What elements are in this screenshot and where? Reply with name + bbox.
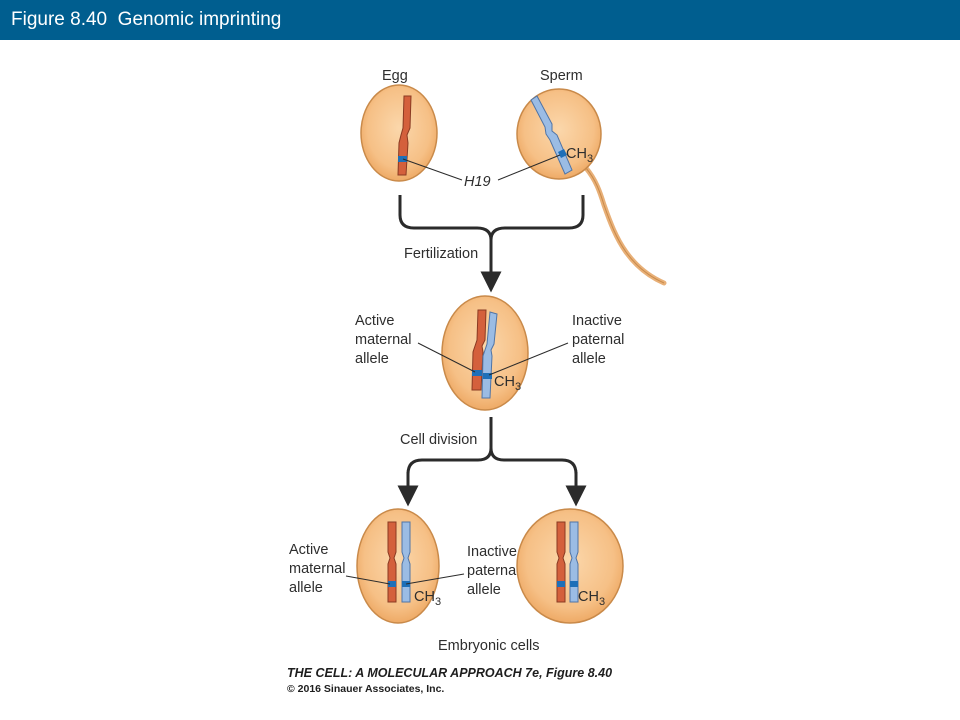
zygote-active-maternal-label: Active maternal allele [355,313,415,367]
embryo-right-paternal-chromosome [569,521,579,603]
embryo-inactive-paternal-label: Inactive paternal allele [467,544,523,598]
sperm-paternal-chromosome [530,95,573,175]
embryo-left-maternal-band [388,581,396,587]
embryo-right-maternal-band [557,581,565,587]
embryo-right-maternal-chromosome [556,521,566,603]
zygote-paternal-band [483,373,492,379]
embryonic-cells-label: Embryonic cells [438,638,540,654]
h19-gene-label: H19 [464,174,491,190]
slide-title: Figure 8.40 Genomic imprinting [11,9,282,30]
title-bar: Figure 8.40 Genomic imprinting [0,0,960,40]
embryo-right-methyl-label: CH3 [578,589,605,608]
sperm-tail [583,165,667,286]
zygote-inactive-paternal-label: Inactive paternal allele [572,313,628,367]
sperm-label: Sperm [540,68,583,84]
egg-cell [360,84,438,182]
zygote-methyl-label: CH3 [494,374,521,393]
zygote-maternal-chromosome [471,309,487,391]
zygote-maternal-band [472,370,482,376]
credit-line-1: THE CELL: A MOLECULAR APPROACH 7e, Figur… [287,666,612,680]
embryo-active-maternal-label: Active maternal allele [289,542,349,596]
egg-maternal-chromosome [397,95,412,176]
sperm-cell [516,88,602,180]
fertilization-label: Fertilization [404,246,478,262]
cell-division-branches [406,447,578,475]
embryo-left-paternal-chromosome [401,521,411,603]
embryo-left-methyl-label: CH3 [414,589,441,608]
credit-line-2: © 2016 Sinauer Associates, Inc. [287,683,444,695]
cell-division-label: Cell division [400,432,477,448]
sperm-methyl-label: CH3 [566,146,593,165]
embryo-right-paternal-band [570,581,578,587]
zygote-paternal-chromosome [481,311,498,399]
egg-label: Egg [382,68,408,84]
embryo-left-maternal-chromosome [387,521,397,603]
egg-h19-band [398,156,407,162]
sperm-h19-band [558,149,567,158]
fertilization-bracket [398,195,585,241]
embryonic-cell-left [356,508,440,624]
